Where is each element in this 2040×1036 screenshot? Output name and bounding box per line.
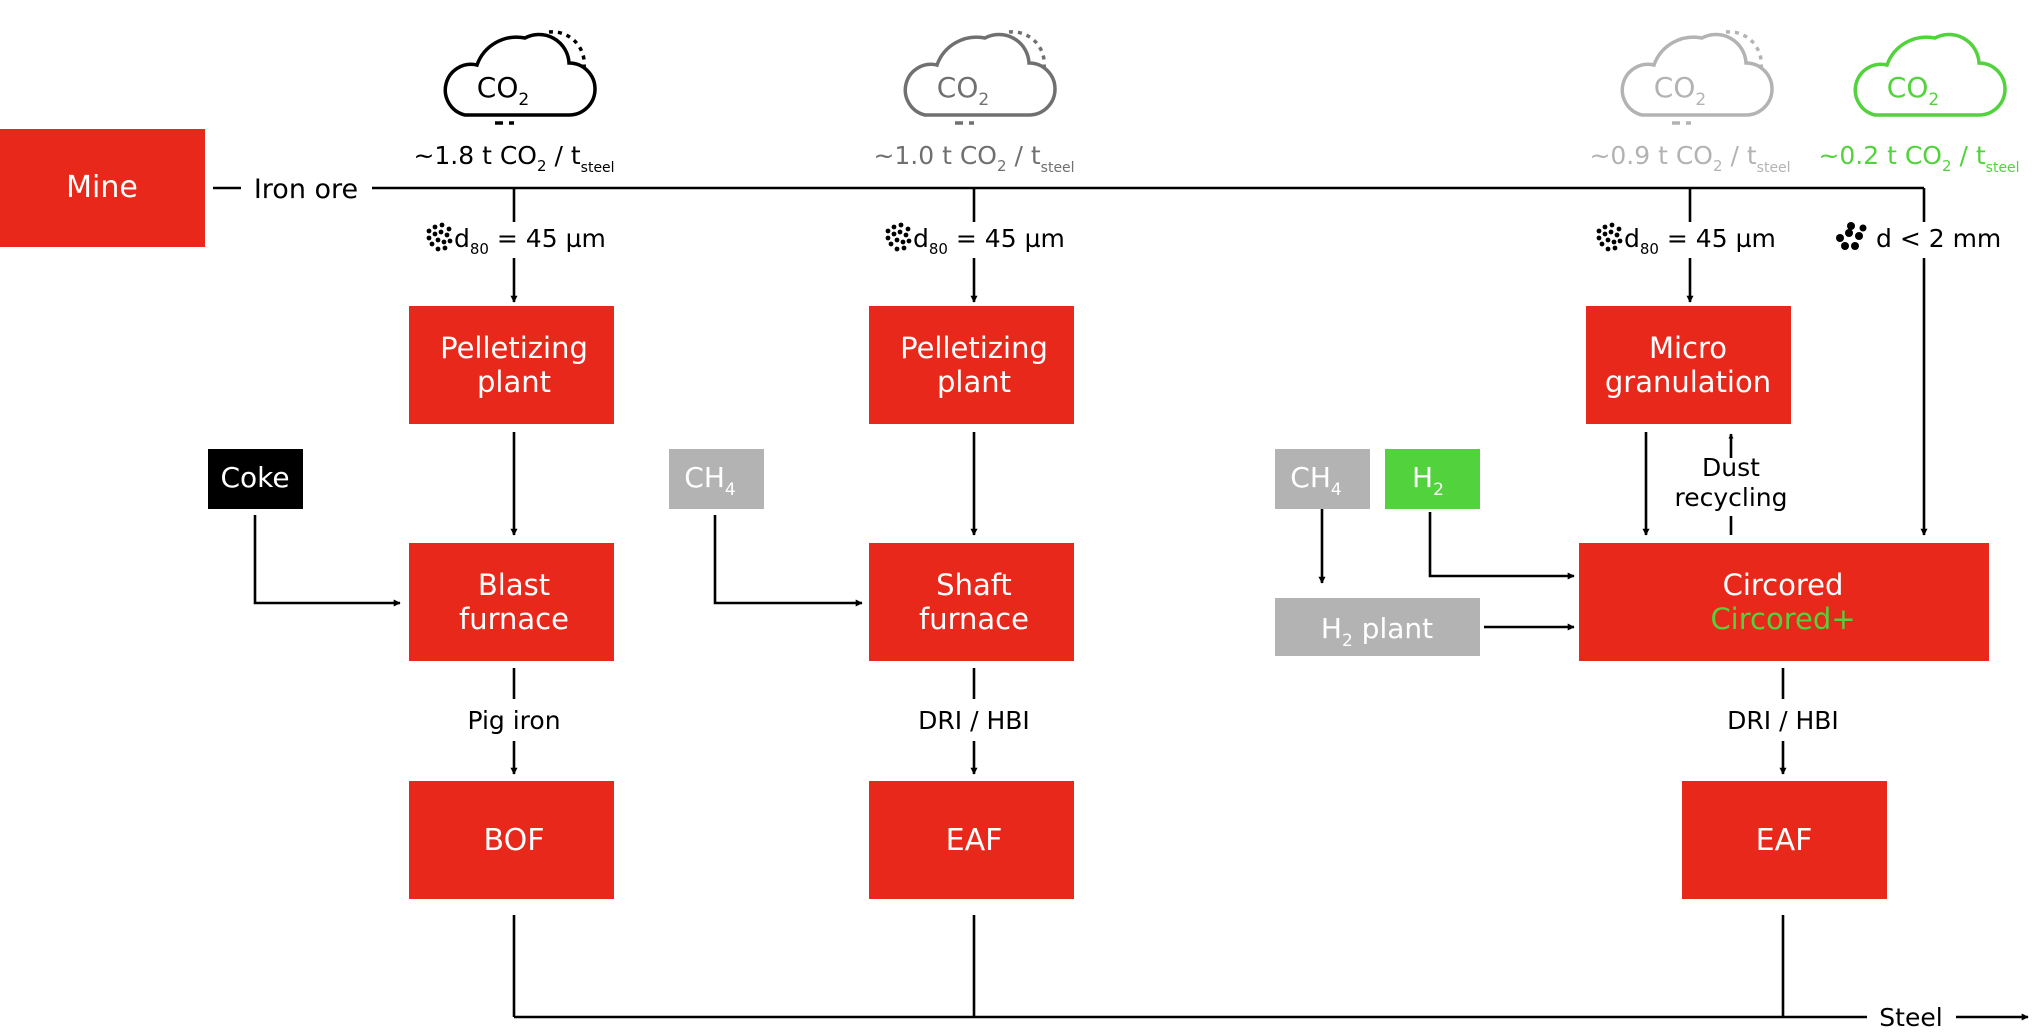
- particle-dots-icon: [1836, 222, 1867, 250]
- svg-text:CO2: CO2: [477, 71, 529, 110]
- co2-cloud-icon: CO2: [443, 30, 597, 125]
- co2-cloud-label: CO: [937, 71, 979, 104]
- circored-box: [1579, 543, 1989, 661]
- dust-recycling-line2: recycling: [1674, 483, 1787, 512]
- bof-box: [409, 781, 614, 899]
- pelletizing-plant-box-1: [409, 306, 614, 424]
- particle-size-col1: d80 = 45 µm: [426, 222, 606, 258]
- co2-cloud-icon: CO2: [1620, 30, 1774, 125]
- steel-label: Steel: [1879, 1003, 1942, 1032]
- mine-label: Mine: [66, 170, 138, 205]
- co2-cloud-icon: CO2: [903, 30, 1057, 125]
- micro-granulation-line2: granulation: [1605, 365, 1771, 399]
- h2-plant-label: H2 plant: [1321, 612, 1433, 651]
- blast-furnace-line1: Blast: [478, 568, 550, 602]
- ch4-label: CH4: [1290, 461, 1341, 500]
- ch4-box-1: [669, 449, 764, 509]
- h2-label: H2: [1412, 461, 1444, 500]
- co2-cloud-icon: CO2: [1853, 32, 2007, 117]
- circored-label: Circored: [1723, 568, 1844, 602]
- particle-size-label: d80 = 45 µm: [1624, 224, 1776, 258]
- coarse-size-label: d < 2 mm: [1876, 224, 2001, 253]
- iron-ore-label: Iron ore: [254, 174, 358, 205]
- particle-dots-icon: [885, 222, 912, 252]
- shaft-furnace-line1: Shaft: [936, 568, 1012, 602]
- eaf-box-1: [869, 781, 1074, 899]
- ch4-label: CH4: [684, 461, 735, 500]
- svg-text:CO2: CO2: [1654, 71, 1706, 110]
- emission-col2: CO2 ~1.0 t CO2 / tsteel: [873, 30, 1075, 176]
- h2-plant-box: [1275, 598, 1480, 656]
- particle-dots-icon: [1596, 222, 1623, 252]
- co2-cloud-label: CO: [1654, 71, 1696, 104]
- micro-granulation-box: [1586, 306, 1791, 424]
- particle-size-col4: d < 2 mm: [1836, 222, 2001, 253]
- pelletizing-label-line2: plant: [937, 365, 1011, 399]
- particle-size-label: d80 = 45 µm: [913, 224, 1065, 258]
- pelletizing-label-line1: Pelletizing: [440, 331, 588, 365]
- particle-size-col2: d80 = 45 µm: [885, 222, 1065, 258]
- shaft-furnace-line2: furnace: [919, 602, 1029, 636]
- svg-text:CO2: CO2: [1887, 71, 1939, 110]
- particle-dots-icon: [426, 222, 453, 252]
- pelletizing-label-line2: plant: [477, 365, 551, 399]
- svg-text:CO2: CO2: [937, 71, 989, 110]
- emission-value: ~0.9 t CO2 / tsteel: [1589, 141, 1790, 176]
- emission-value: ~0.2 t CO2 / tsteel: [1818, 141, 2019, 176]
- micro-granulation-line1: Micro: [1649, 331, 1727, 365]
- eaf-label: EAF: [946, 823, 1003, 858]
- particle-size-label: d80 = 45 µm: [454, 224, 606, 258]
- emission-col3: CO2 ~0.9 t CO2 / tsteel: [1589, 30, 1791, 176]
- mine-box: [0, 129, 205, 247]
- pelletizing-label-line1: Pelletizing: [900, 331, 1048, 365]
- co2-cloud-label: CO: [477, 71, 519, 104]
- blast-furnace-box: [409, 543, 614, 661]
- eaf-box-2: [1682, 781, 1887, 899]
- emission-value: ~1.0 t CO2 / tsteel: [873, 141, 1074, 176]
- circored-plus-label: Circored+: [1710, 602, 1855, 636]
- co2-cloud-label: CO: [1887, 71, 1929, 104]
- h2-to-circored: [1428, 512, 1575, 580]
- pig-iron-label: Pig iron: [467, 706, 560, 735]
- pelletizing-plant-box-2: [869, 306, 1074, 424]
- shaft-furnace-box: [869, 543, 1074, 661]
- coke-to-blast-furnace: [253, 515, 401, 607]
- dri-hbi-label-2: DRI / HBI: [1727, 706, 1839, 735]
- coke-box: [208, 449, 303, 509]
- emission-value: ~1.8 t CO2 / tsteel: [413, 141, 614, 176]
- h2-box: [1385, 449, 1480, 509]
- ch4-box-2: [1275, 449, 1370, 509]
- dri-hbi-label-1: DRI / HBI: [918, 706, 1030, 735]
- flow-lines: [213, 186, 2029, 1021]
- particle-size-col3: d80 = 45 µm: [1596, 222, 1776, 258]
- blast-furnace-line2: furnace: [459, 602, 569, 636]
- bof-label: BOF: [484, 823, 545, 858]
- coke-label: Coke: [220, 461, 289, 494]
- emission-col1: CO2 ~1.8 t CO2 / tsteel: [413, 30, 615, 176]
- ch4-to-shaft-furnace: [713, 515, 863, 607]
- dust-recycling-line1: Dust: [1702, 453, 1760, 482]
- emission-col4: CO2 ~0.2 t CO2 / tsteel: [1818, 32, 2020, 176]
- eaf-label: EAF: [1756, 823, 1813, 858]
